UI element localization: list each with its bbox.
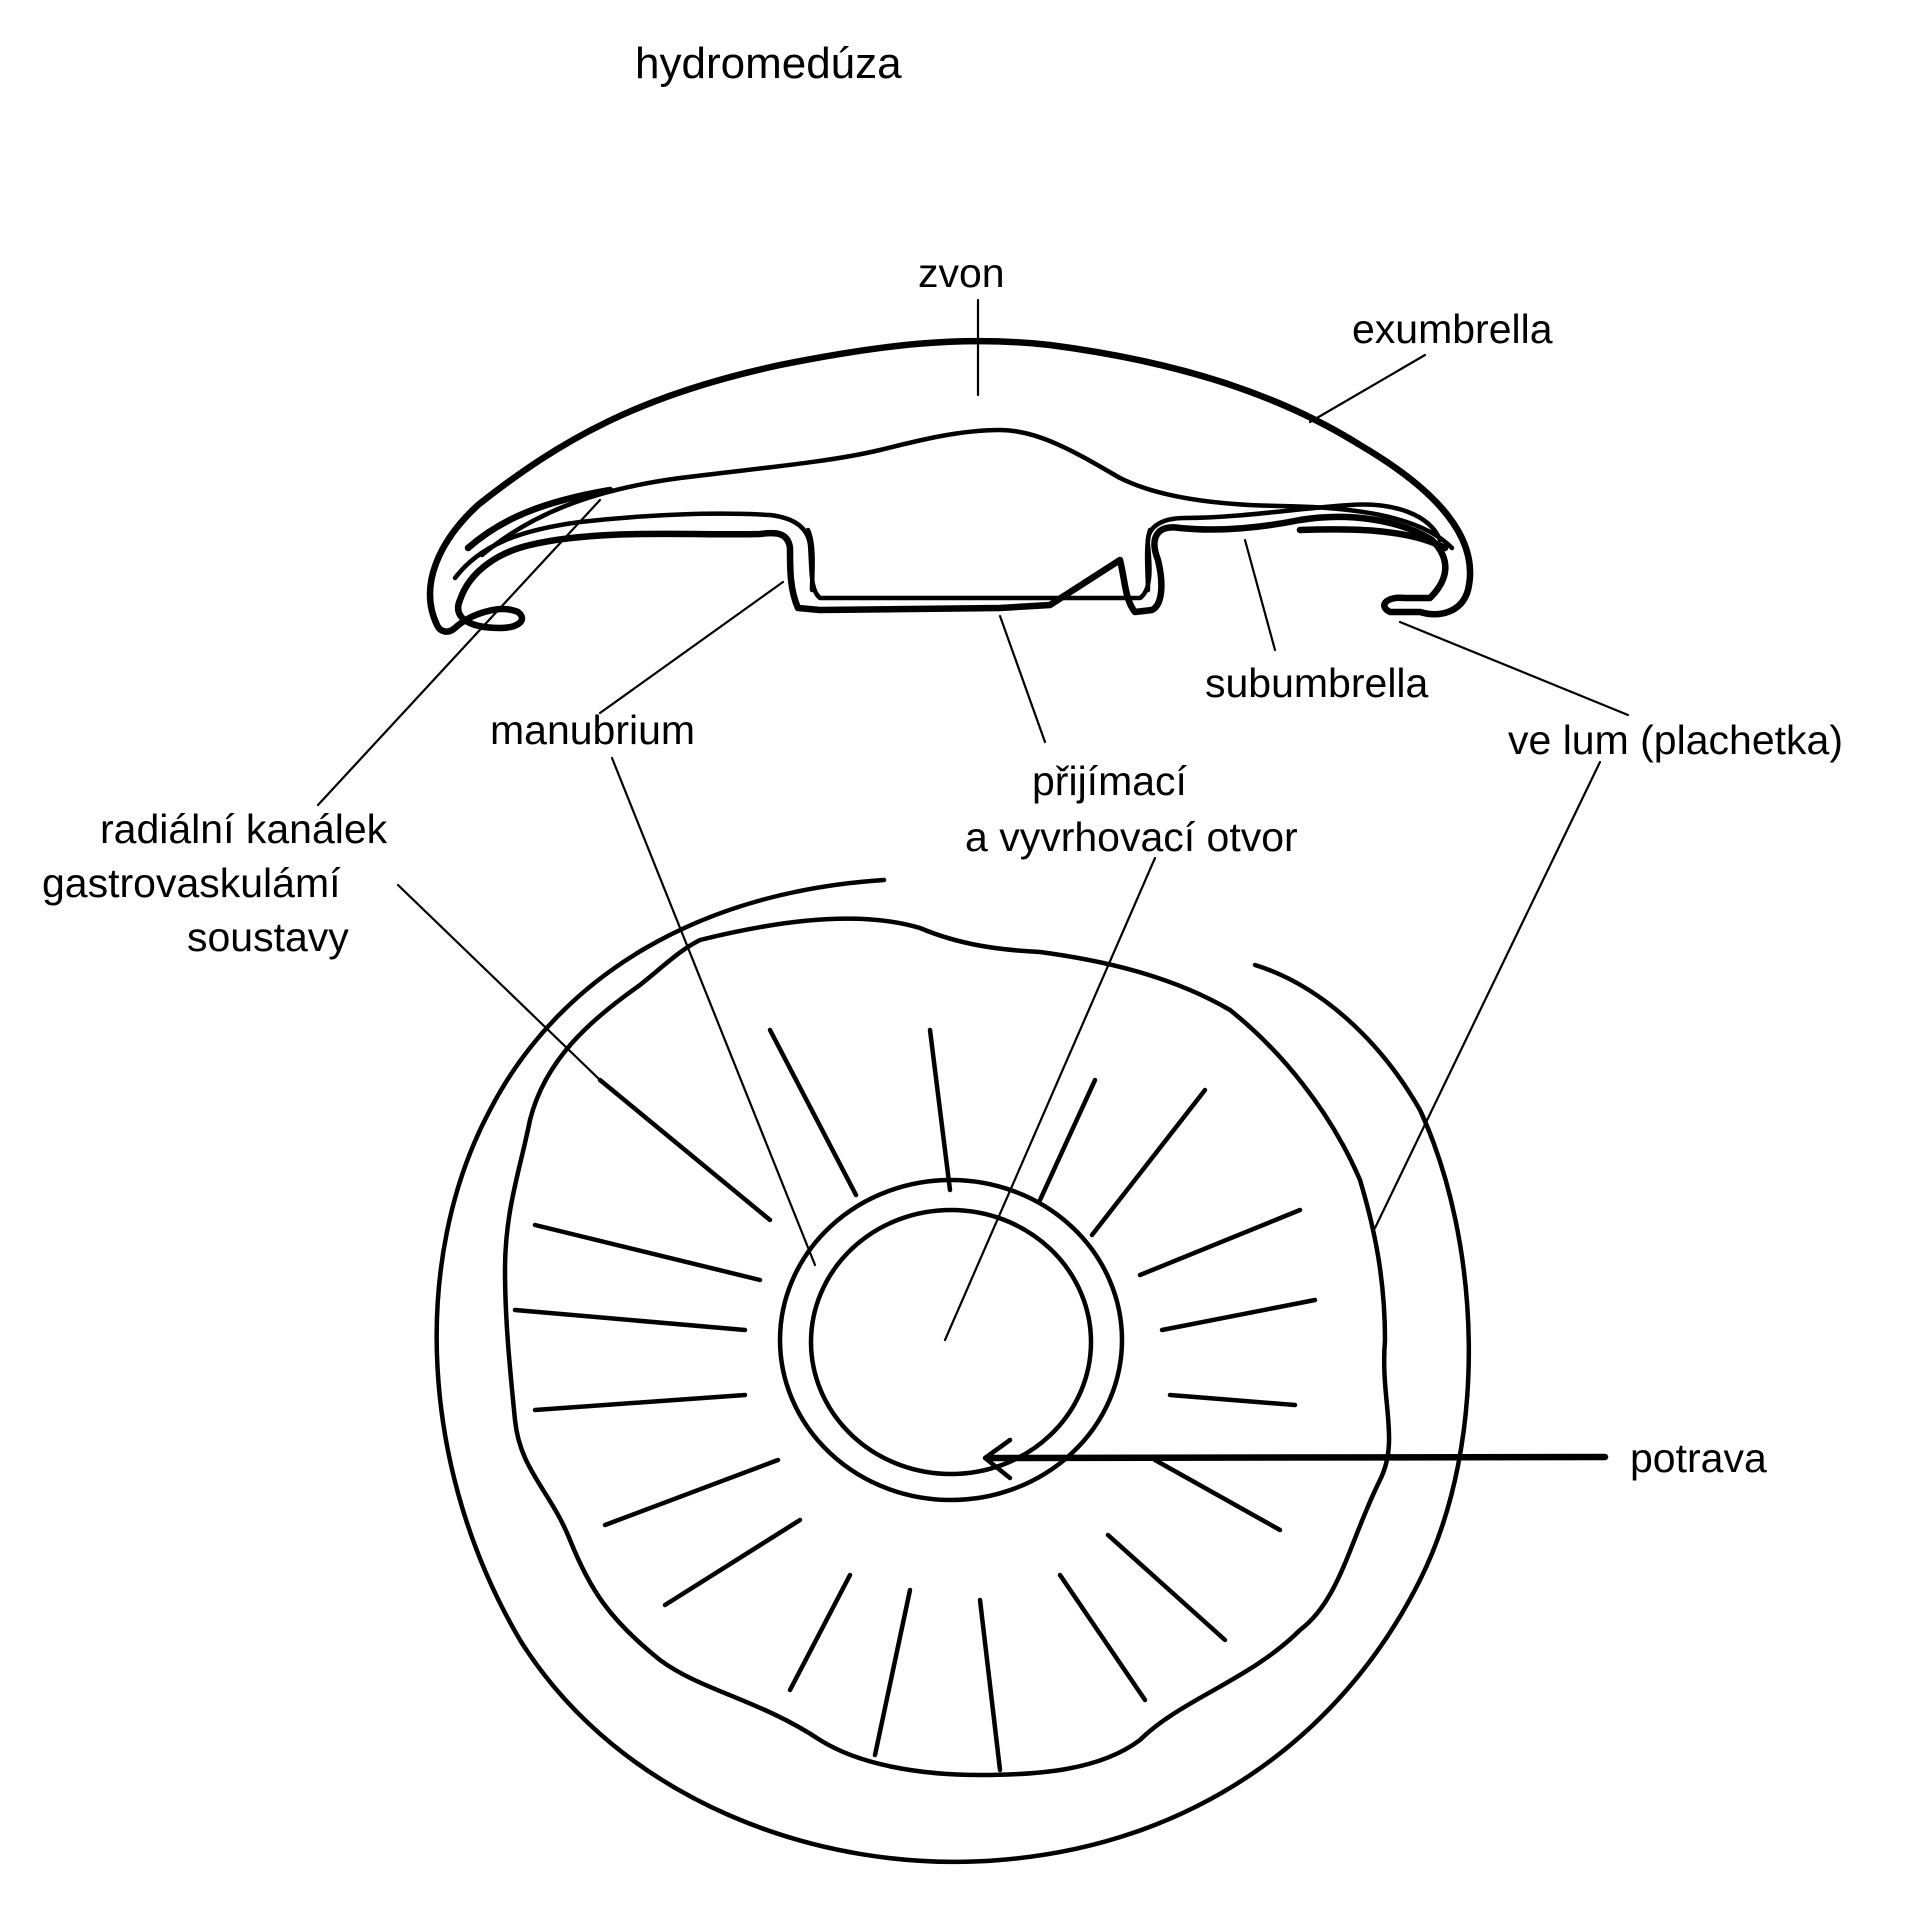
- velum-ring: [502, 916, 1392, 1778]
- radial-canal: [1167, 1392, 1298, 1408]
- manubrium-walls: [805, 527, 1153, 593]
- label-exumbrella: exumbrella: [1352, 306, 1553, 352]
- label-radial-line1: radiální kanálek: [100, 806, 388, 852]
- leader-exumbrella: [1308, 353, 1427, 424]
- leader-subumbrella: [1243, 538, 1277, 652]
- bell-dome-inner: [479, 427, 1455, 558]
- manubrium-inner-ring: [808, 1207, 1094, 1477]
- bell-top-view: [434, 877, 1609, 1865]
- label-opening-line2: a vyvrhovací otvor: [965, 814, 1298, 860]
- radial-canal: [787, 1572, 853, 1693]
- label-food: potrava: [1630, 1435, 1767, 1481]
- radial-canal: [767, 1027, 859, 1198]
- bell-outer-outline: [426, 337, 1474, 635]
- leader-velum-top: [1373, 760, 1602, 1230]
- radial-canal: [1152, 1457, 1283, 1533]
- label-radial-line2: gastrovaskulámí: [42, 860, 341, 906]
- radial-canals: [512, 1027, 1318, 1773]
- radial-canal: [1057, 1572, 1148, 1703]
- diagram-title: hydromedúza: [635, 39, 902, 88]
- radial-canal: [1137, 1207, 1303, 1278]
- leader-opening-side: [998, 614, 1047, 744]
- label-velum: ve lum (plachetka): [1508, 717, 1843, 763]
- label-zvon: zvon: [918, 250, 1005, 296]
- radial-canal: [602, 1457, 781, 1528]
- manubrium-outer-ring: [777, 1177, 1125, 1503]
- label-radial-line3: soustavy: [187, 914, 349, 960]
- radial-canal: [977, 1597, 1003, 1773]
- label-subumbrella: subumbrella: [1205, 660, 1429, 706]
- food-arrow-head: [982, 1437, 1013, 1481]
- label-opening-line1: přijímací: [1032, 758, 1188, 804]
- radial-canal: [532, 1392, 748, 1413]
- label-manubrium: manubrium: [490, 707, 695, 753]
- leader-manubrium-side: [598, 580, 785, 715]
- leader-opening-top: [943, 856, 1157, 1342]
- radial-canal-stripe-right: [1296, 526, 1449, 552]
- leader-radial-top: [396, 883, 602, 1082]
- leader-radial-side: [316, 498, 602, 807]
- leader-velum-side: [1398, 620, 1630, 717]
- leader-lines: [316, 298, 1630, 1342]
- radial-canal: [1159, 1297, 1318, 1333]
- radial-canal: [1037, 1077, 1098, 1203]
- radial-canal-stripe: [464, 486, 614, 552]
- radial-canal: [1105, 1532, 1228, 1643]
- radial-canal: [532, 1222, 763, 1283]
- leader-manubrium-top: [610, 756, 817, 1267]
- labels: zvon exumbrella subumbrella manubrium př…: [42, 250, 1843, 1481]
- radial-canal: [872, 1587, 913, 1758]
- food-arrow-shaft: [986, 1453, 1609, 1462]
- bell-side-view: [426, 337, 1474, 635]
- radial-canal: [512, 1307, 748, 1333]
- radial-canal: [927, 1027, 953, 1193]
- bell-outer-circle: [434, 877, 1472, 1865]
- radial-canal: [1089, 1087, 1208, 1238]
- radial-canal: [597, 1077, 773, 1223]
- radial-canal: [662, 1517, 803, 1608]
